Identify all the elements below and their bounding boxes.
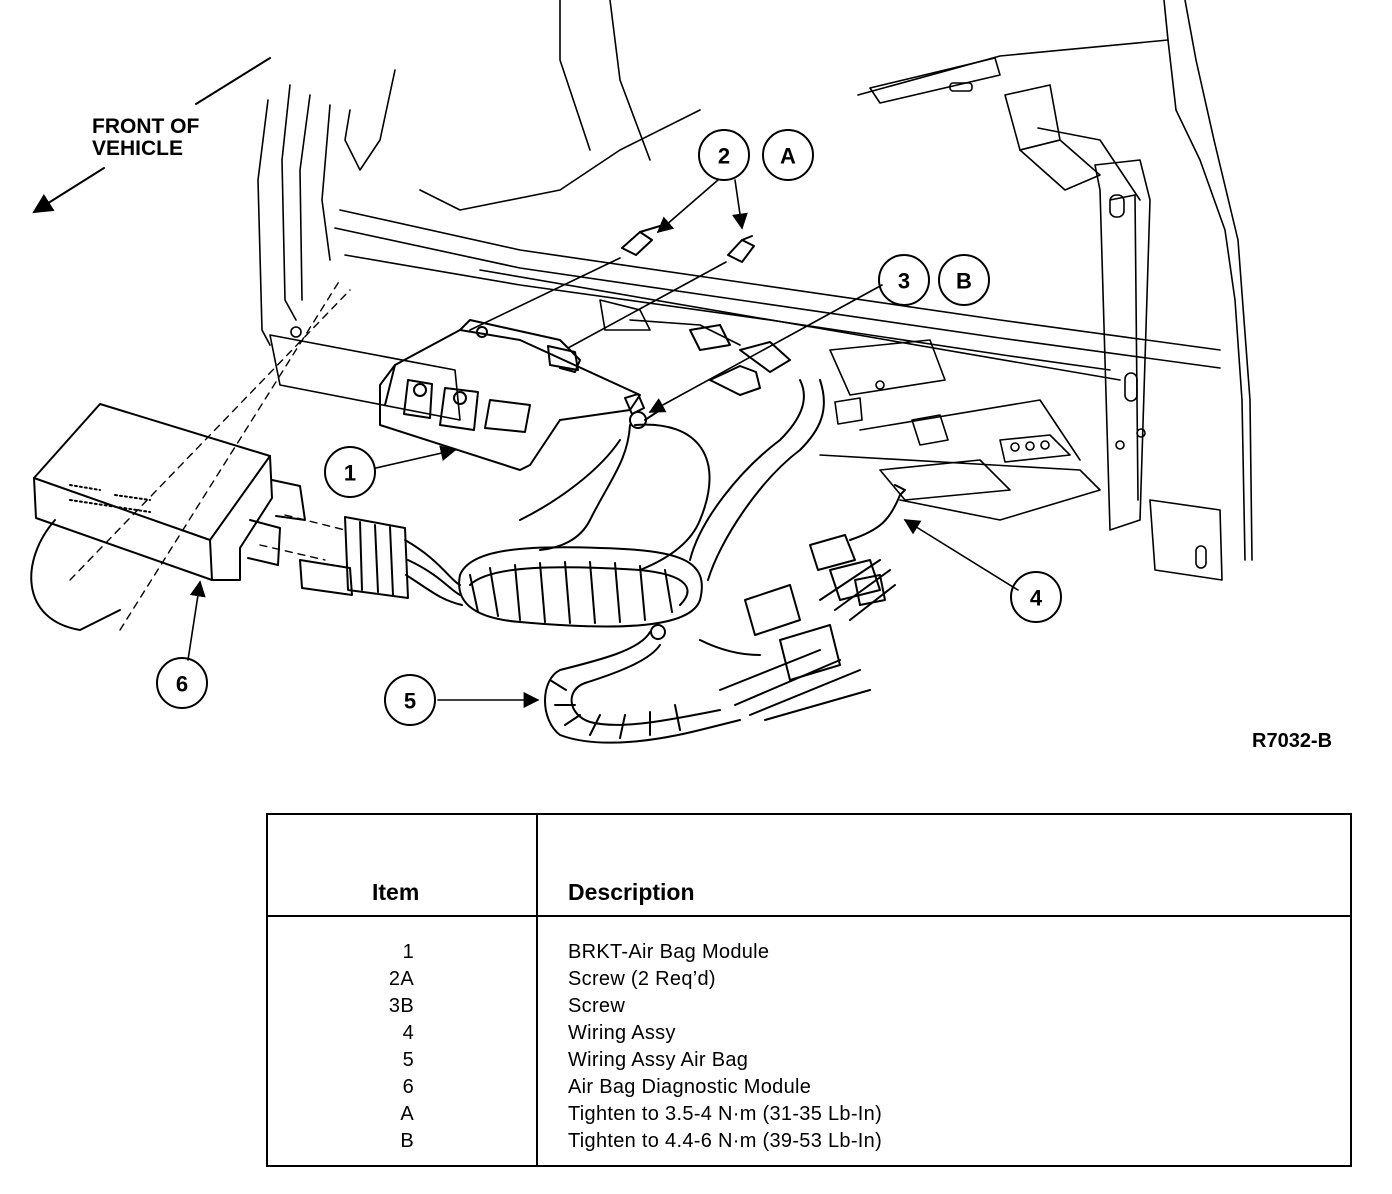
row-description: Wiring Assy [568, 1022, 676, 1044]
screw-2-pair [621, 225, 755, 263]
table-row: 3B Screw [268, 995, 1350, 1022]
parts-table: Item Description 1 BRKT-Air Bag Module 2… [266, 813, 1352, 1167]
callout-6: 6 [176, 672, 188, 697]
row-item: 6 [402, 1076, 414, 1098]
callout-4: 4 [1030, 586, 1043, 611]
callout-2: 2 [718, 144, 730, 169]
callout-A: A [780, 144, 796, 169]
airbag-module-bracket [379, 319, 641, 471]
row-item: 3B [388, 995, 414, 1017]
callout-circles [156, 129, 1062, 726]
table-header-description: Description [568, 879, 695, 905]
row-item: 2A [388, 968, 414, 990]
exploded-view-diagram: 1 2 A 3 B 4 5 6 FRONT OF VEHICLE R7032-B [30, 0, 1332, 752]
vehicle-structure-panel [857, 0, 1253, 581]
airbag-diagnostic-module [30, 403, 306, 631]
row-item: A [400, 1103, 414, 1125]
table-column-divider [536, 815, 538, 1165]
screw-3 [539, 324, 791, 551]
table-row: 5 Wiring Assy Air Bag [268, 1049, 1350, 1076]
callout-3: 3 [898, 269, 910, 294]
table-row: 2A Screw (2 Req’d) [268, 968, 1350, 995]
callout-B: B [956, 269, 972, 294]
row-description: BRKT-Air Bag Module [568, 941, 770, 963]
front-of-vehicle-arrow-icon [32, 57, 271, 214]
row-description: Wiring Assy Air Bag [568, 1049, 749, 1071]
row-description: Air Bag Diagnostic Module [568, 1076, 812, 1098]
alignment-dashed-lines [69, 279, 351, 631]
row-description: Screw [568, 995, 626, 1017]
table-header-divider [268, 915, 1350, 917]
vehicle-frame-pillars [257, 0, 1221, 521]
row-description: Tighten to 3.5-4 N·m (31-35 Lb-In) [568, 1103, 883, 1125]
table-row: 4 Wiring Assy [268, 1022, 1350, 1049]
front-of-vehicle-label-line2: VEHICLE [92, 137, 183, 160]
row-item: 4 [402, 1022, 414, 1044]
figure-id: R7032-B [1252, 730, 1332, 752]
table-row: B Tighten to 4.4-6 N·m (39-53 Lb-In) [268, 1130, 1350, 1157]
table-row: 1 BRKT-Air Bag Module [268, 941, 1350, 968]
row-item: 1 [402, 941, 414, 963]
callout-leader-lines [187, 179, 1019, 708]
row-item: B [400, 1130, 414, 1152]
table-row: 6 Air Bag Diagnostic Module [268, 1076, 1350, 1103]
module-harness-connector [299, 516, 463, 606]
callout-5: 5 [404, 689, 416, 714]
front-of-vehicle-label-line1: FRONT OF [92, 115, 199, 138]
row-description: Tighten to 4.4-6 N·m (39-53 Lb-In) [568, 1130, 883, 1152]
row-description: Screw (2 Req’d) [568, 968, 716, 990]
callout-1: 1 [344, 461, 356, 486]
row-item: 5 [402, 1049, 414, 1071]
table-row: A Tighten to 3.5-4 N·m (31-35 Lb-In) [268, 1103, 1350, 1130]
airbag-wiring-harness [458, 379, 906, 744]
table-header-item: Item [372, 879, 420, 905]
